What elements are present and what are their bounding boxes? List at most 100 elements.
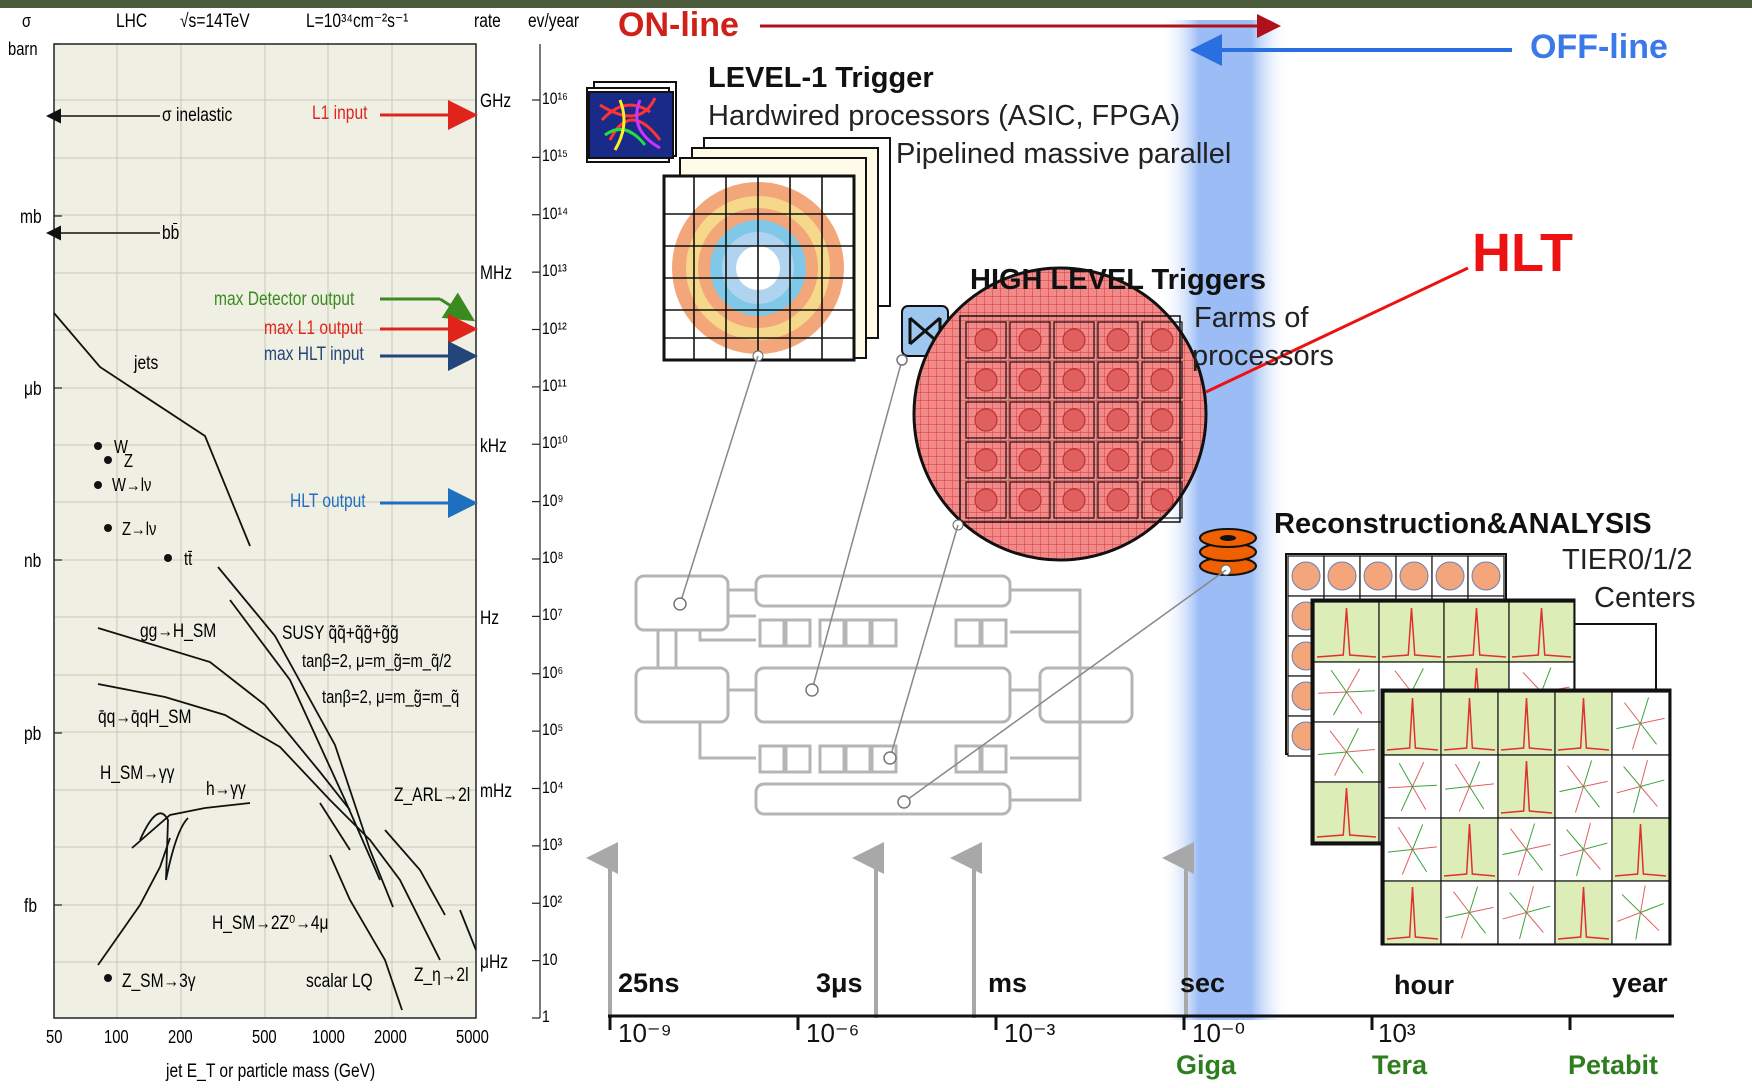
time-axis [608,1014,1674,1030]
analysis-track-line [1318,751,1347,755]
analysis-peak-plot [1316,607,1377,658]
label-hsm-gg: H_SM→γγ [100,763,175,784]
farm-cell-event [1150,408,1174,432]
chart-col-rate: rate [474,11,501,32]
analysis-track-line [1412,786,1427,810]
label-max-l1-output: max L1 output [264,318,363,339]
analysis-track-line [1617,912,1641,922]
hlt-line2: processors [1192,340,1334,372]
farm-cell [965,481,1007,519]
daq-block-diagram [634,574,1134,816]
farm-cell [1053,361,1095,399]
analysis-track-line [1559,786,1584,793]
label-max-detector-output: max Detector output [214,289,355,310]
analysis-track-line [1624,702,1641,724]
analysis-peak-plot [1511,607,1572,658]
farm-cell-event [1106,408,1130,432]
analysis-track-line [1640,885,1646,913]
analysis-track-line [1388,786,1413,789]
farm-cell [1097,481,1139,519]
label-h-gg: h→γγ [206,779,246,800]
label-z: Z [124,451,134,471]
analysis-peak-plot [1500,697,1553,751]
analysis-plot-stack [1285,553,1672,946]
rate-unit-hz: Hz [480,608,500,629]
farm-cell [1009,441,1051,479]
evyear-tick-label: 10⁴ [542,777,564,797]
analysis-track-line [1640,723,1657,745]
analysis-track-line [1469,912,1486,934]
reco-line1: TIER0/1/2 [1562,544,1693,576]
analysis-peak-plot [1446,607,1507,658]
evyear-tick-label: 10⁵ [542,720,564,740]
analysis-track-line [1388,849,1413,853]
farm-cell-event [1062,328,1086,352]
analysis-track-line [1453,891,1470,913]
analysis-track-line [1583,780,1608,787]
analysis-event-glyph [1435,561,1465,591]
analysis-track-line [1346,749,1375,753]
analysis-track-line [1412,784,1437,787]
farm-cell [965,401,1007,439]
analysis-peak-plot [1557,886,1610,940]
level1-event-image [586,81,677,163]
rate-name-giga: Giga [1176,1050,1237,1080]
chart-col-evyear: ev/year [528,11,580,32]
exp-label-1e3: 10³ [1378,1018,1416,1048]
analysis-track-line [1397,826,1413,850]
x-tick-2000: 2000 [374,1027,407,1047]
analysis-track-line [1412,846,1437,850]
farm-cell-event [974,448,998,472]
evyear-tick-label: 10⁹ [542,490,564,510]
farm-cell-event [974,368,998,392]
analysis-peak-plot [1443,823,1496,877]
analysis-track-line [1330,669,1347,693]
farm-cell [1097,321,1139,359]
level1-line1: Hardwired processors (ASIC, FPGA) [708,100,1181,132]
analysis-track-line [1616,723,1641,730]
evyear-axis-ticks [532,99,540,1019]
analysis-cell [1611,880,1670,945]
label-l1-input: L1 input [312,103,368,124]
analysis-track-line [1460,912,1470,939]
reco-line2: Centers [1594,582,1696,614]
farm-cell [1009,481,1051,519]
analysis-track-line [1509,892,1527,913]
time-label-ms: ms [988,968,1028,998]
exp-label-1e-3: 10⁻³ [1004,1018,1056,1048]
farm-cell [1097,401,1139,439]
label-tanb-1: tanβ=2, μ=m_g̃=m_q̃/2 [302,651,452,671]
chart-col-energy: √s=14TeV [180,11,250,32]
hlt-big-label: HLT [1472,223,1573,283]
analysis-event-glyph [1363,561,1393,591]
rate-arrows [46,100,478,518]
offline-label: OFF-line [1530,28,1668,66]
analysis-track-line [1566,829,1584,850]
analysis-track-line [1640,786,1658,807]
analysis-peak-plot [1557,697,1610,751]
analysis-track-line [1329,730,1347,753]
label-sigma-inelastic: σ inelastic [162,105,233,126]
analysis-track-line [1635,912,1641,940]
analysis-track-line [1332,691,1347,716]
farm-cell-event [1150,448,1174,472]
farm-cell [1141,321,1183,359]
analysis-track-line [1526,843,1551,850]
analysis-event-glyph [1399,561,1429,591]
farm-cell-event [1018,448,1042,472]
analysis-peak-plot [1500,760,1553,814]
rate-name-petabit: Petabit [1568,1050,1659,1080]
time-markers [586,842,1194,1018]
evyear-tick-label: 10³ [542,834,563,854]
hlt-processor-farm [912,266,1208,562]
analysis-event-glyph [1471,561,1501,591]
analysis-track-line [1574,786,1584,813]
analysis-track-line [1616,786,1641,794]
label-hlt-output: HLT output [290,491,366,512]
analysis-track-line [1469,886,1479,913]
farm-cell [1141,481,1183,519]
xs-unit-mb: mb [20,207,42,228]
analysis-track-line [1583,760,1593,787]
exp-label-1e0: 10⁻⁰ [1192,1018,1246,1048]
farm-cell [1009,361,1051,399]
